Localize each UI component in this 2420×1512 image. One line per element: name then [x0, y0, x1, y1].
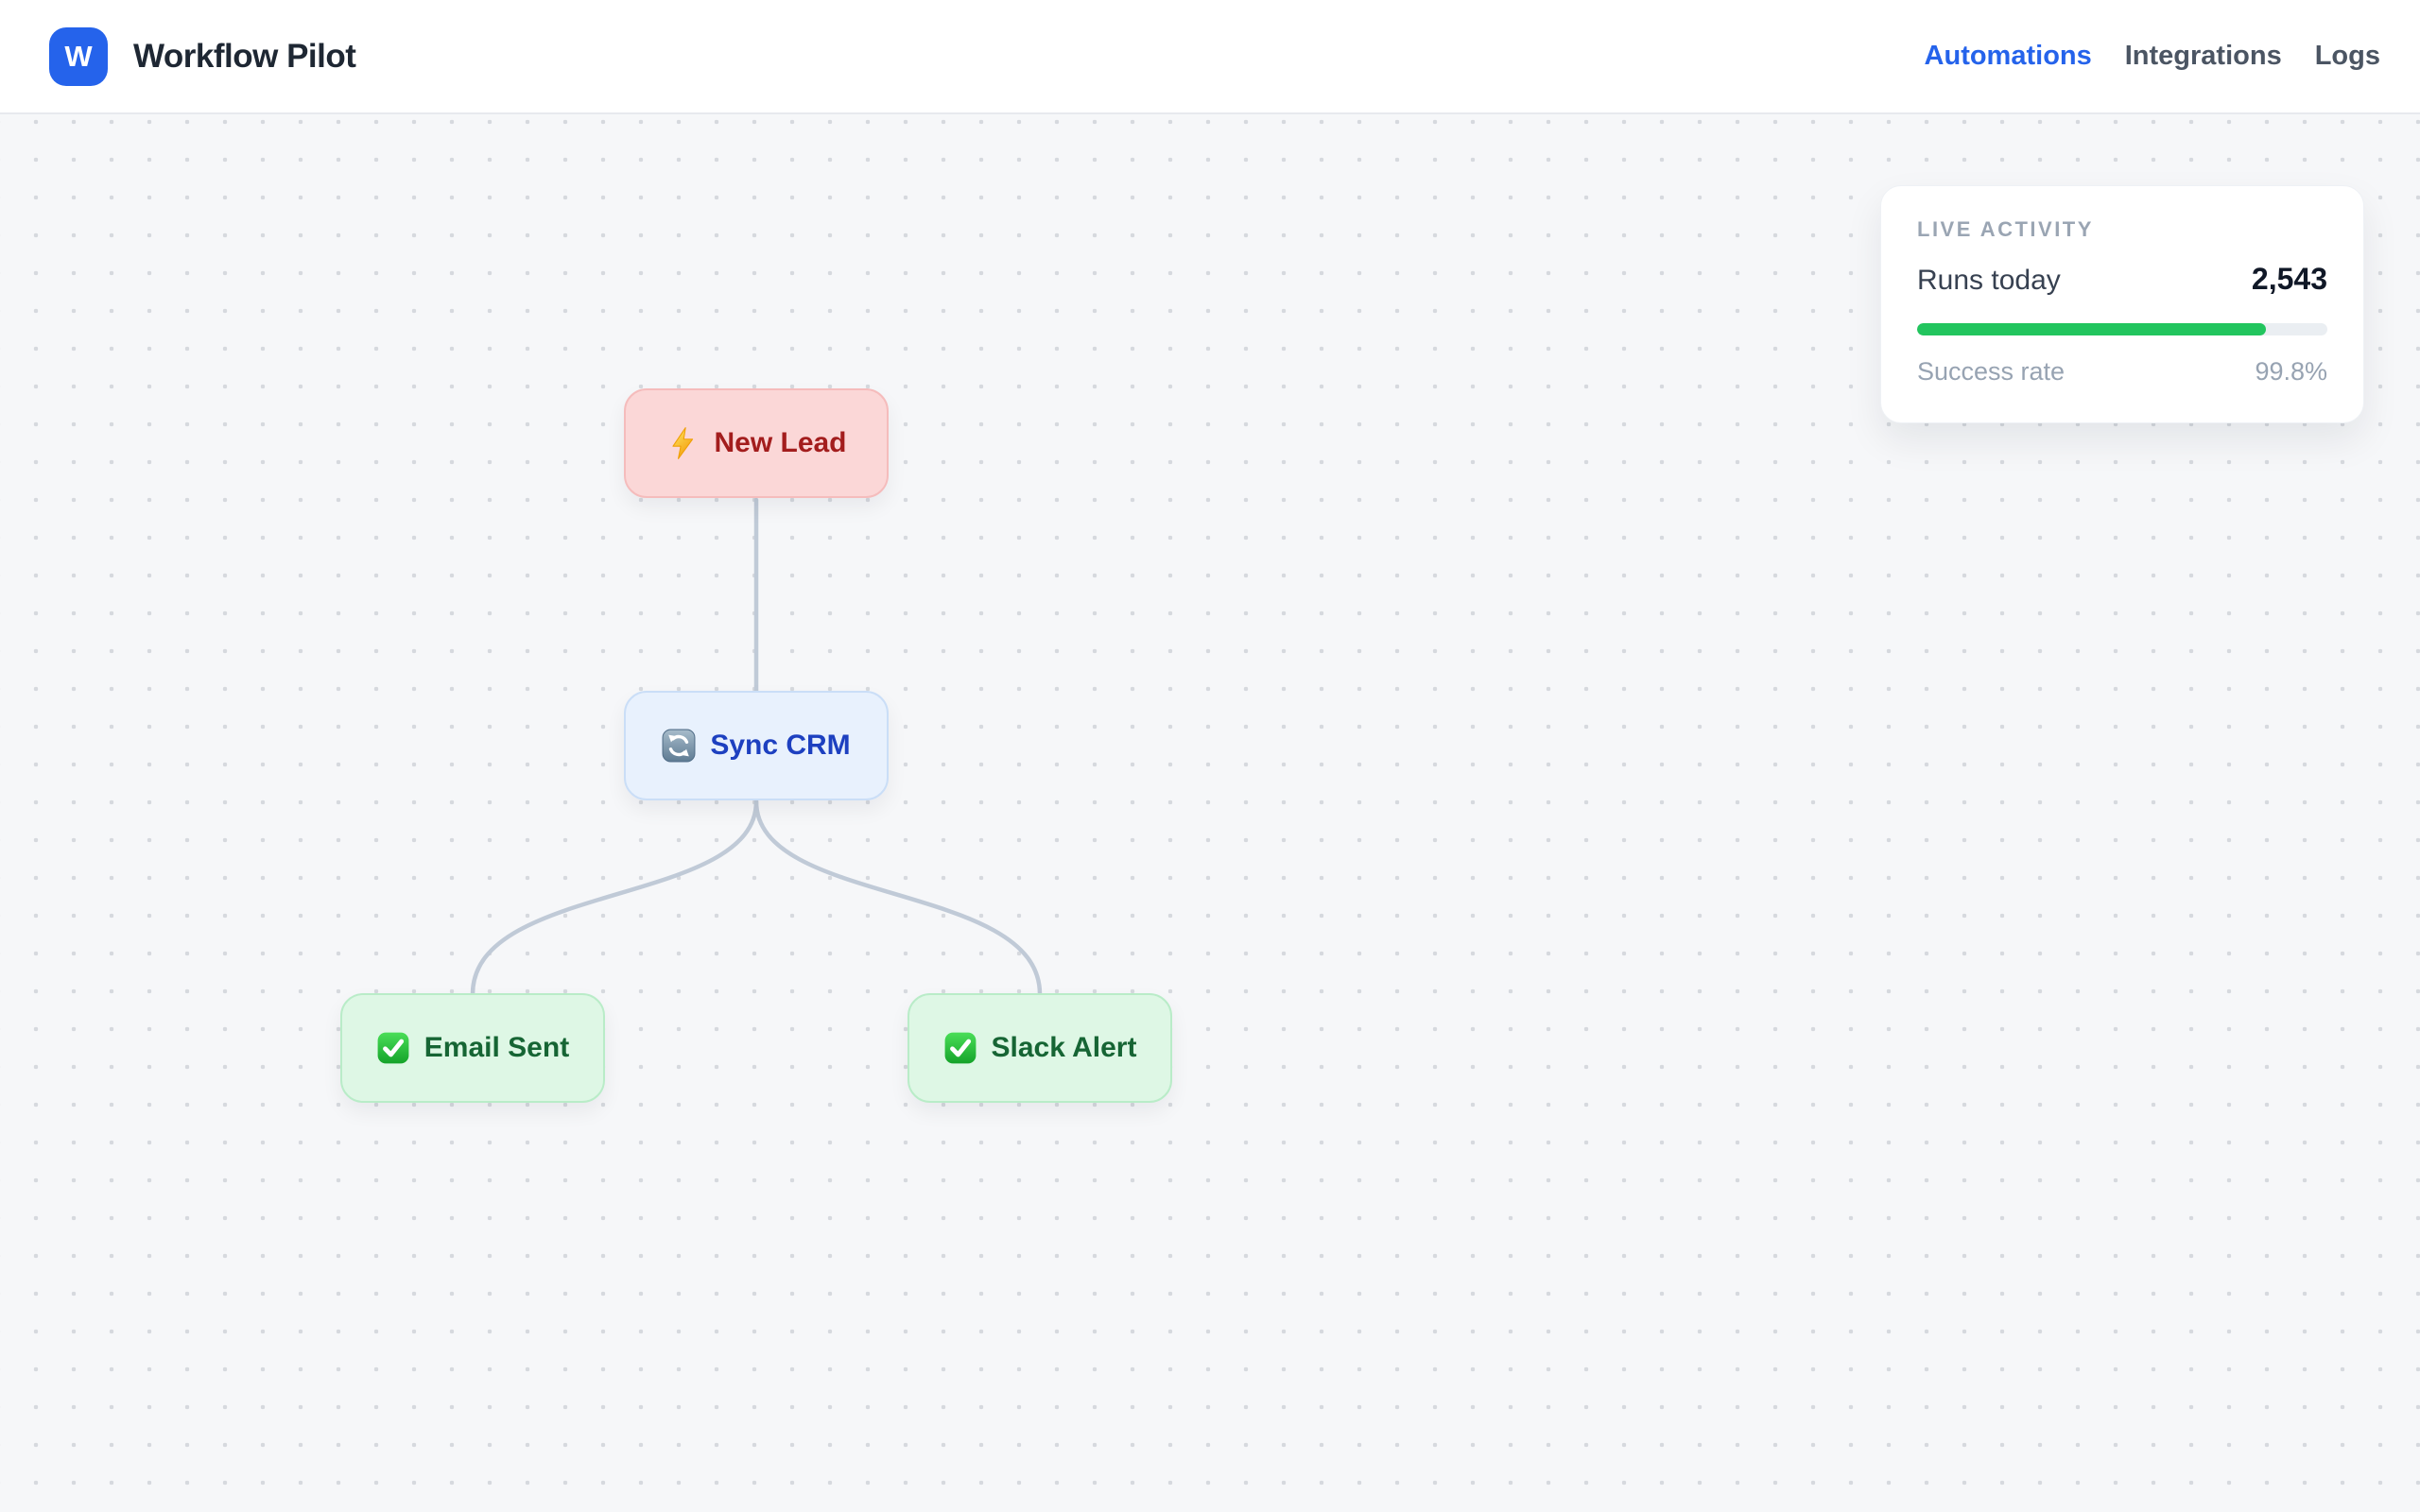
success-rate-row: Success rate 99.8%: [1917, 357, 2327, 387]
runs-progress-bar: [1917, 323, 2327, 335]
runs-today-label: Runs today: [1917, 265, 2061, 296]
nav-item-integrations[interactable]: Integrations: [2124, 41, 2282, 71]
node-email-sent[interactable]: Email Sent: [340, 993, 605, 1103]
node-sync-crm[interactable]: Sync CRM: [624, 691, 889, 800]
edge-synccrm-emailsent: [470, 799, 759, 997]
runs-today-value: 2,543: [2251, 262, 2327, 296]
app-title: Workflow Pilot: [133, 37, 356, 75]
node-new-lead[interactable]: New Lead: [624, 388, 889, 498]
main-nav: Automations Integrations Logs: [1925, 41, 2380, 72]
edge-synccrm-slackalert: [753, 799, 1043, 997]
sync-icon: [662, 729, 696, 763]
workflow-canvas[interactable]: New Lead Sync CRM Email S: [0, 114, 2420, 1512]
header: W Workflow Pilot Automations Integration…: [0, 0, 2420, 114]
node-label: New Lead: [714, 427, 847, 458]
runs-progress-fill: [1917, 323, 2266, 335]
app-logo: W: [49, 26, 108, 86]
success-rate-label: Success rate: [1917, 357, 2066, 386]
live-activity-title: LIVE ACTIVITY: [1917, 217, 2094, 241]
brand: W Workflow Pilot: [49, 26, 356, 86]
node-label: Email Sent: [424, 1032, 570, 1063]
nav-item-automations[interactable]: Automations: [1924, 41, 2092, 71]
nav-item-logs[interactable]: Logs: [2314, 41, 2380, 71]
app-logo-letter: W: [64, 39, 93, 73]
success-rate-value: 99.8%: [2255, 357, 2327, 386]
live-activity-card: LIVE ACTIVITY Runs today 2,543 Success r…: [1880, 185, 2364, 423]
node-label: Sync CRM: [710, 730, 851, 761]
node-slack-alert[interactable]: Slack Alert: [908, 993, 1172, 1103]
check-icon: [376, 1031, 410, 1065]
runs-today-row: Runs today 2,543: [1917, 262, 2327, 297]
node-label: Slack Alert: [991, 1032, 1137, 1063]
check-icon: [943, 1031, 977, 1065]
bolt-icon: [666, 426, 700, 460]
